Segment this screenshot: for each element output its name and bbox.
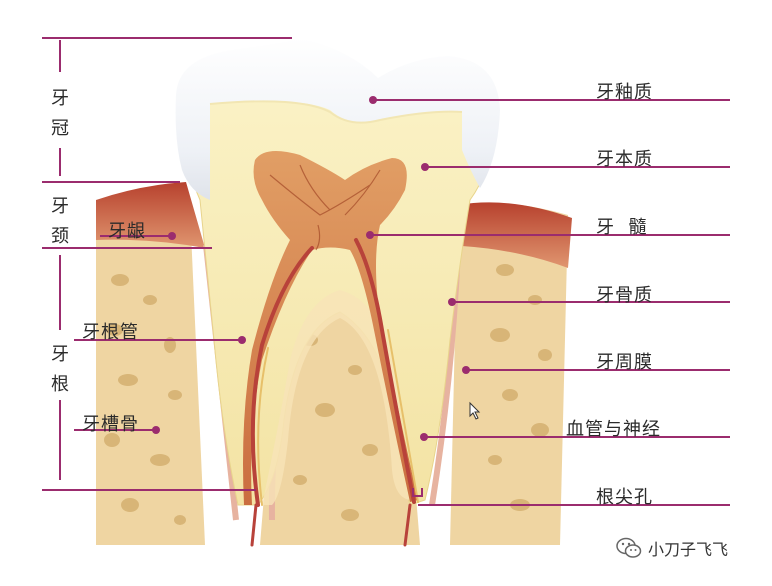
vessels-nerves-shape	[250, 238, 419, 547]
label-periodontal-membrane: 牙周膜	[596, 352, 653, 373]
label-apical-foramen: 根尖孔	[596, 487, 653, 508]
root-inner-cavity	[262, 290, 412, 505]
label-cementum: 牙骨质	[596, 285, 653, 306]
mouse-cursor-icon	[469, 401, 481, 420]
label-crown: 牙冠	[51, 88, 69, 139]
wechat-icon	[616, 537, 642, 558]
label-root-canal: 牙根管	[82, 322, 139, 343]
label-enamel: 牙釉质	[596, 82, 653, 103]
label-alveolar-bone: 牙槽骨	[82, 414, 139, 435]
label-neck: 牙颈	[51, 196, 69, 247]
label-gingiva: 牙龈	[108, 221, 146, 242]
leader-dots	[152, 96, 470, 441]
label-dentin: 牙本质	[596, 149, 653, 170]
pulp-shape	[243, 151, 418, 505]
leader-lines	[42, 37, 730, 506]
enamel-shape	[175, 38, 500, 200]
watermark: 小刀子飞飞	[616, 536, 728, 560]
label-vessels-nerves: 血管与神经	[566, 419, 661, 440]
label-pulp: 牙 髓	[596, 217, 648, 238]
label-root: 牙根	[51, 344, 69, 395]
watermark-text: 小刀子飞飞	[648, 540, 729, 559]
